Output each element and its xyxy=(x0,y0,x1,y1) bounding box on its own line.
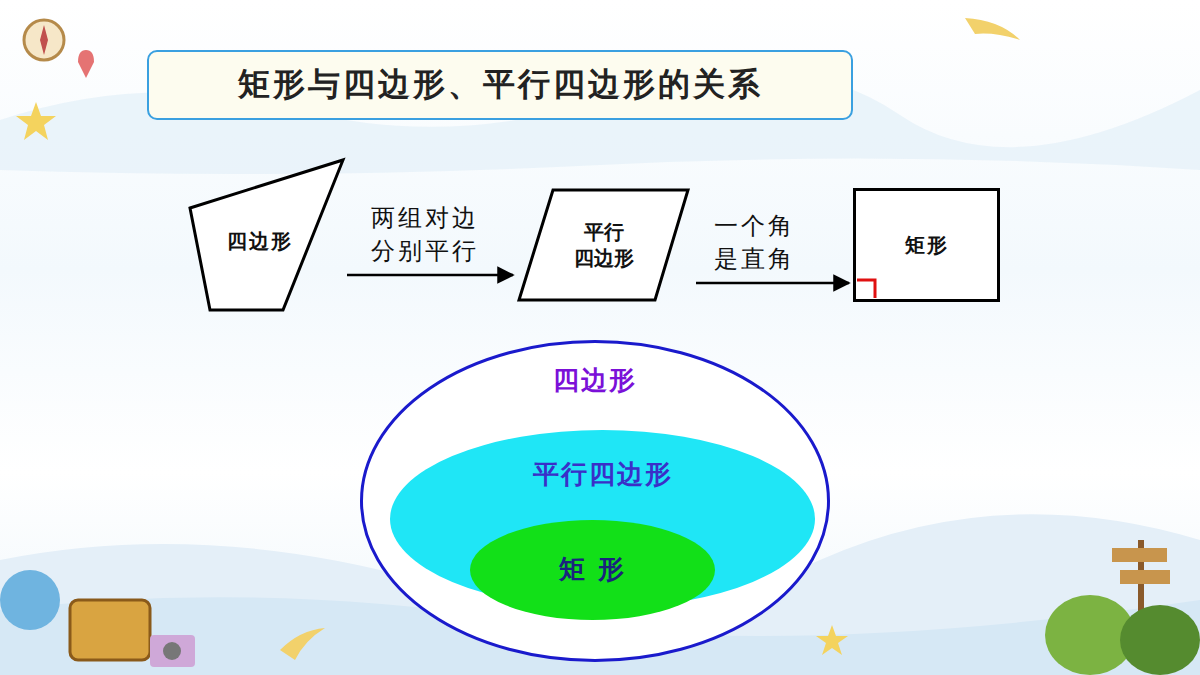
compass-needle xyxy=(40,25,48,55)
parallelogram-shape-outline xyxy=(517,188,690,302)
star xyxy=(16,102,56,140)
edge-label: 一个角 是直角 xyxy=(714,210,832,275)
quadrilateral-shape: 四边形 xyxy=(188,158,345,312)
parallelogram-set: 平行四边形矩 形 xyxy=(390,430,815,608)
right-angle-mark xyxy=(857,280,875,298)
compass xyxy=(24,20,64,60)
comet xyxy=(280,628,325,660)
suitcase xyxy=(70,600,150,660)
edge-label: 两组对边 分别平行 xyxy=(371,202,489,267)
node-label: 四边形 xyxy=(553,364,637,398)
tree xyxy=(1120,605,1200,675)
comet xyxy=(965,18,1020,40)
parallelogram-shape: 平行 四边形 xyxy=(517,188,690,302)
camera-lens xyxy=(163,642,181,660)
arrow-connector xyxy=(696,282,849,285)
node-label: 平行 四边形 xyxy=(572,219,636,271)
rectangle-shape: 矩形 xyxy=(853,188,1000,302)
camera xyxy=(150,635,195,667)
map-pin xyxy=(78,50,94,78)
sign-board xyxy=(1112,548,1167,562)
globe xyxy=(0,570,60,630)
node-label: 四边形 xyxy=(215,228,305,254)
arrow-connector xyxy=(347,274,513,277)
rectangle-set: 矩 形 xyxy=(470,520,715,620)
node-label: 矩 形 xyxy=(559,553,626,587)
node-label: 矩形 xyxy=(867,232,987,258)
title-text: 矩形与四边形、平行四边形的关系 xyxy=(238,63,763,107)
quadrilateral-set: 四边形平行四边形矩 形 xyxy=(360,340,830,662)
title-box: 矩形与四边形、平行四边形的关系 xyxy=(147,50,853,120)
node-label: 平行四边形 xyxy=(533,458,673,492)
star xyxy=(816,625,848,655)
sign-board xyxy=(1120,570,1170,584)
